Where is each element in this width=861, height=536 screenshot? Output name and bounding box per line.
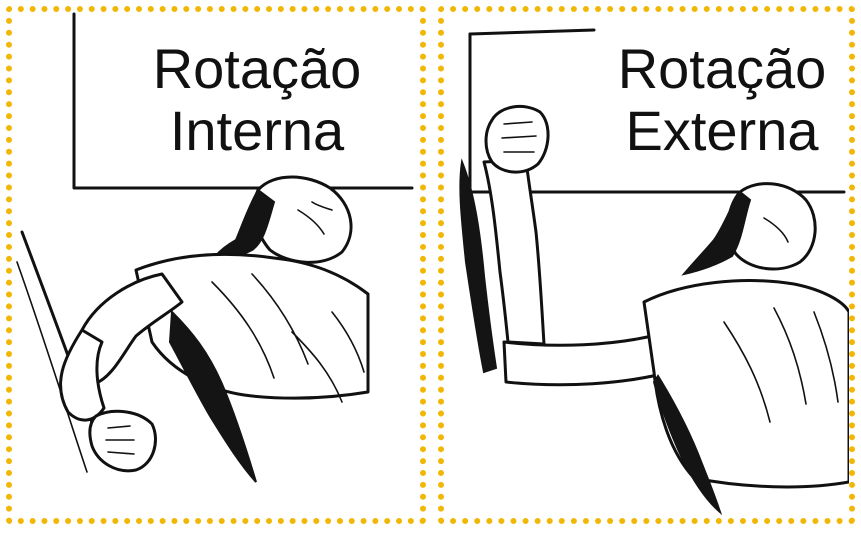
caption-external-rotation: Rotação Externa [598,38,846,162]
caption-line-1: Rotação [152,37,362,100]
hair [681,190,752,276]
raised-fist [484,104,550,174]
fist [88,409,157,473]
panel-internal-rotation: Rotação Interna [6,6,426,524]
caption-line-2: Externa [625,99,819,162]
caption-internal-rotation: Rotação Interna [126,38,388,162]
arm-shadow [459,158,498,374]
forearm [59,328,106,422]
internal-rotation-illustration [16,12,414,483]
raised-forearm [482,158,546,346]
shoulder-shadow [168,309,257,483]
caption-line-2: Interna [169,99,345,162]
torso [642,279,849,489]
caption-line-1: Rotação [617,37,827,100]
armpit-shadow [652,374,723,516]
panel-external-rotation: Rotação Externa [438,6,855,524]
external-rotation-illustration [459,28,849,516]
